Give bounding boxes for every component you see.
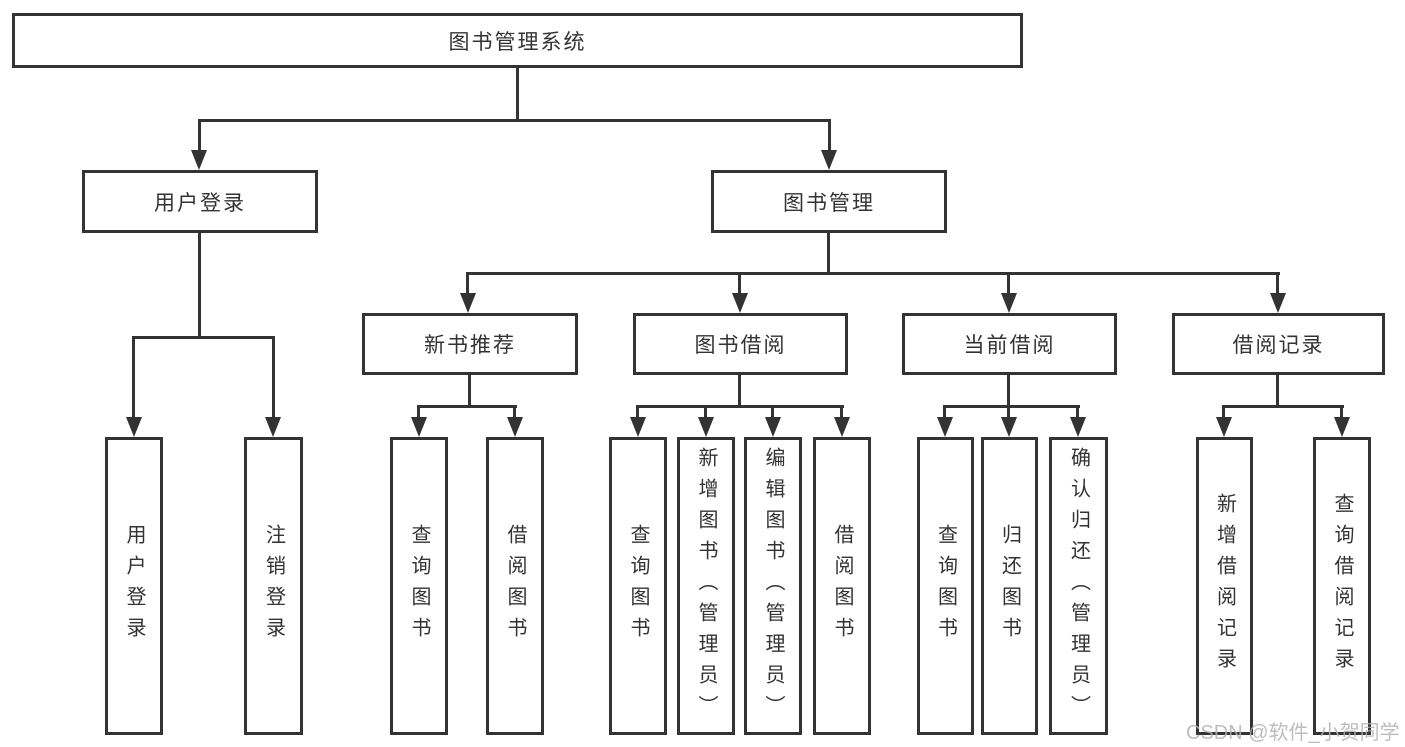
arrow-down-icon: [1070, 417, 1086, 437]
arrow-down-icon: [411, 417, 427, 437]
leaf-bb-query-book: 查询图书: [609, 437, 667, 735]
node-label: 图书借阅: [694, 334, 787, 357]
arrow-down-icon: [937, 417, 953, 437]
connector-br-drop-2: [1340, 405, 1343, 419]
connector-br-bar: [1222, 405, 1344, 408]
connector-bb-stem: [738, 375, 741, 405]
connector-bb-drop-4: [840, 405, 843, 419]
leaf-bb-borrow-book: 借阅图书: [813, 437, 871, 735]
connector-br-drop-1: [1222, 405, 1225, 419]
leaf-label: 查询图书: [934, 524, 957, 648]
leaf-cb-query-book: 查询图书: [917, 437, 974, 735]
leaf-label: 归还图书: [998, 524, 1021, 648]
connector-root-bar: [198, 119, 830, 122]
connector-nbr-drop-2: [513, 405, 516, 419]
arrow-down-icon: [126, 417, 142, 437]
leaf-br-query-record: 查询借阅记录: [1313, 437, 1371, 735]
connector-nbr-bar: [417, 405, 517, 408]
connector-userlogin-bar: [132, 336, 275, 339]
arrow-down-icon: [765, 417, 781, 437]
connector-cb-drop-3: [1076, 405, 1079, 419]
arrow-down-icon: [460, 293, 476, 313]
connector-bb-drop-3: [771, 405, 774, 419]
arrow-down-icon: [191, 150, 207, 170]
leaf-label: 编辑图书（管理员）: [762, 446, 784, 726]
connector-bookmgmt-drop-2: [738, 272, 741, 295]
node-new-book-recommend: 新书推荐: [362, 313, 578, 375]
leaf-label: 注销登录: [262, 524, 285, 648]
connector-cb-drop-2: [1007, 405, 1010, 419]
arrow-down-icon: [630, 417, 646, 437]
arrow-down-icon: [834, 417, 850, 437]
arrow-down-icon: [821, 150, 837, 170]
connector-bookmgmt-drop-1: [466, 272, 469, 295]
connector-bb-drop-1: [636, 405, 639, 419]
connector-bookmgmt-drop-4: [1276, 272, 1279, 295]
node-user-login: 用户登录: [82, 170, 318, 233]
leaf-nbr-borrow-book: 借阅图书: [486, 437, 544, 735]
node-label: 借阅记录: [1232, 334, 1325, 357]
leaf-nbr-query-book: 查询图书: [390, 437, 448, 735]
connector-cb-stem: [1007, 375, 1010, 405]
connector-bookmgmt-drop-3: [1007, 272, 1010, 295]
connector-cb-drop-1: [943, 405, 946, 419]
leaf-label: 新增图书（管理员）: [695, 446, 717, 726]
connector-root-drop-left: [198, 119, 201, 152]
connector-userlogin-drop-1: [132, 336, 135, 419]
arrow-down-icon: [1001, 293, 1017, 313]
node-book-borrow: 图书借阅: [633, 313, 848, 375]
csdn-watermark: CSDN @软件_小贺同学: [1186, 722, 1400, 744]
leaf-logout: 注销登录: [244, 437, 303, 735]
leaf-cb-return-book: 归还图书: [981, 437, 1038, 735]
leaf-label: 查询图书: [408, 524, 430, 648]
node-label: 图书管理系统: [448, 30, 587, 54]
leaf-label: 借阅图书: [504, 524, 526, 648]
arrow-down-icon: [265, 417, 281, 437]
node-label: 新书推荐: [424, 334, 516, 357]
connector-bookmgmt-stem: [827, 233, 830, 272]
node-borrow-record: 借阅记录: [1172, 313, 1385, 375]
leaf-label: 查询图书: [627, 524, 649, 648]
arrow-down-icon: [1334, 417, 1350, 437]
leaf-label: 查询借阅记录: [1331, 493, 1353, 679]
connector-bb-drop-2: [704, 405, 707, 419]
connector-cb-bar: [943, 405, 1080, 408]
connector-nbr-drop-1: [417, 405, 420, 419]
leaf-br-add-record: 新增借阅记录: [1196, 437, 1253, 735]
leaf-label: 新增借阅记录: [1213, 493, 1236, 679]
connector-userlogin-stem: [198, 233, 201, 336]
leaf-label: 用户登录: [123, 524, 145, 648]
arrow-down-icon: [1216, 417, 1232, 437]
node-label: 用户登录: [154, 191, 246, 215]
leaf-cb-confirm-return-admin: 确认归还（管理员）: [1049, 437, 1108, 735]
leaf-label: 借阅图书: [831, 524, 853, 648]
leaf-label: 确认归还（管理员）: [1067, 446, 1090, 726]
arrow-down-icon: [732, 293, 748, 313]
arrow-down-icon: [507, 417, 523, 437]
node-label: 图书管理: [783, 191, 875, 215]
connector-root-stem: [516, 68, 519, 119]
connector-userlogin-drop-2: [272, 336, 275, 419]
node-current-borrow: 当前借阅: [902, 313, 1117, 375]
leaf-user-login: 用户登录: [105, 437, 163, 735]
connector-root-drop-right: [828, 119, 831, 152]
node-library-system: 图书管理系统: [12, 13, 1023, 68]
node-label: 当前借阅: [963, 334, 1056, 357]
arrow-down-icon: [698, 417, 714, 437]
node-book-management: 图书管理: [711, 170, 947, 233]
arrow-down-icon: [1270, 293, 1286, 313]
connector-bookmgmt-bar: [467, 272, 1280, 275]
connector-nbr-stem: [468, 375, 471, 405]
leaf-bb-edit-book-admin: 编辑图书（管理员）: [744, 437, 802, 735]
connector-br-stem: [1276, 375, 1279, 405]
arrow-down-icon: [1001, 417, 1017, 437]
leaf-bb-add-book-admin: 新增图书（管理员）: [677, 437, 735, 735]
connector-bb-bar: [636, 405, 844, 408]
